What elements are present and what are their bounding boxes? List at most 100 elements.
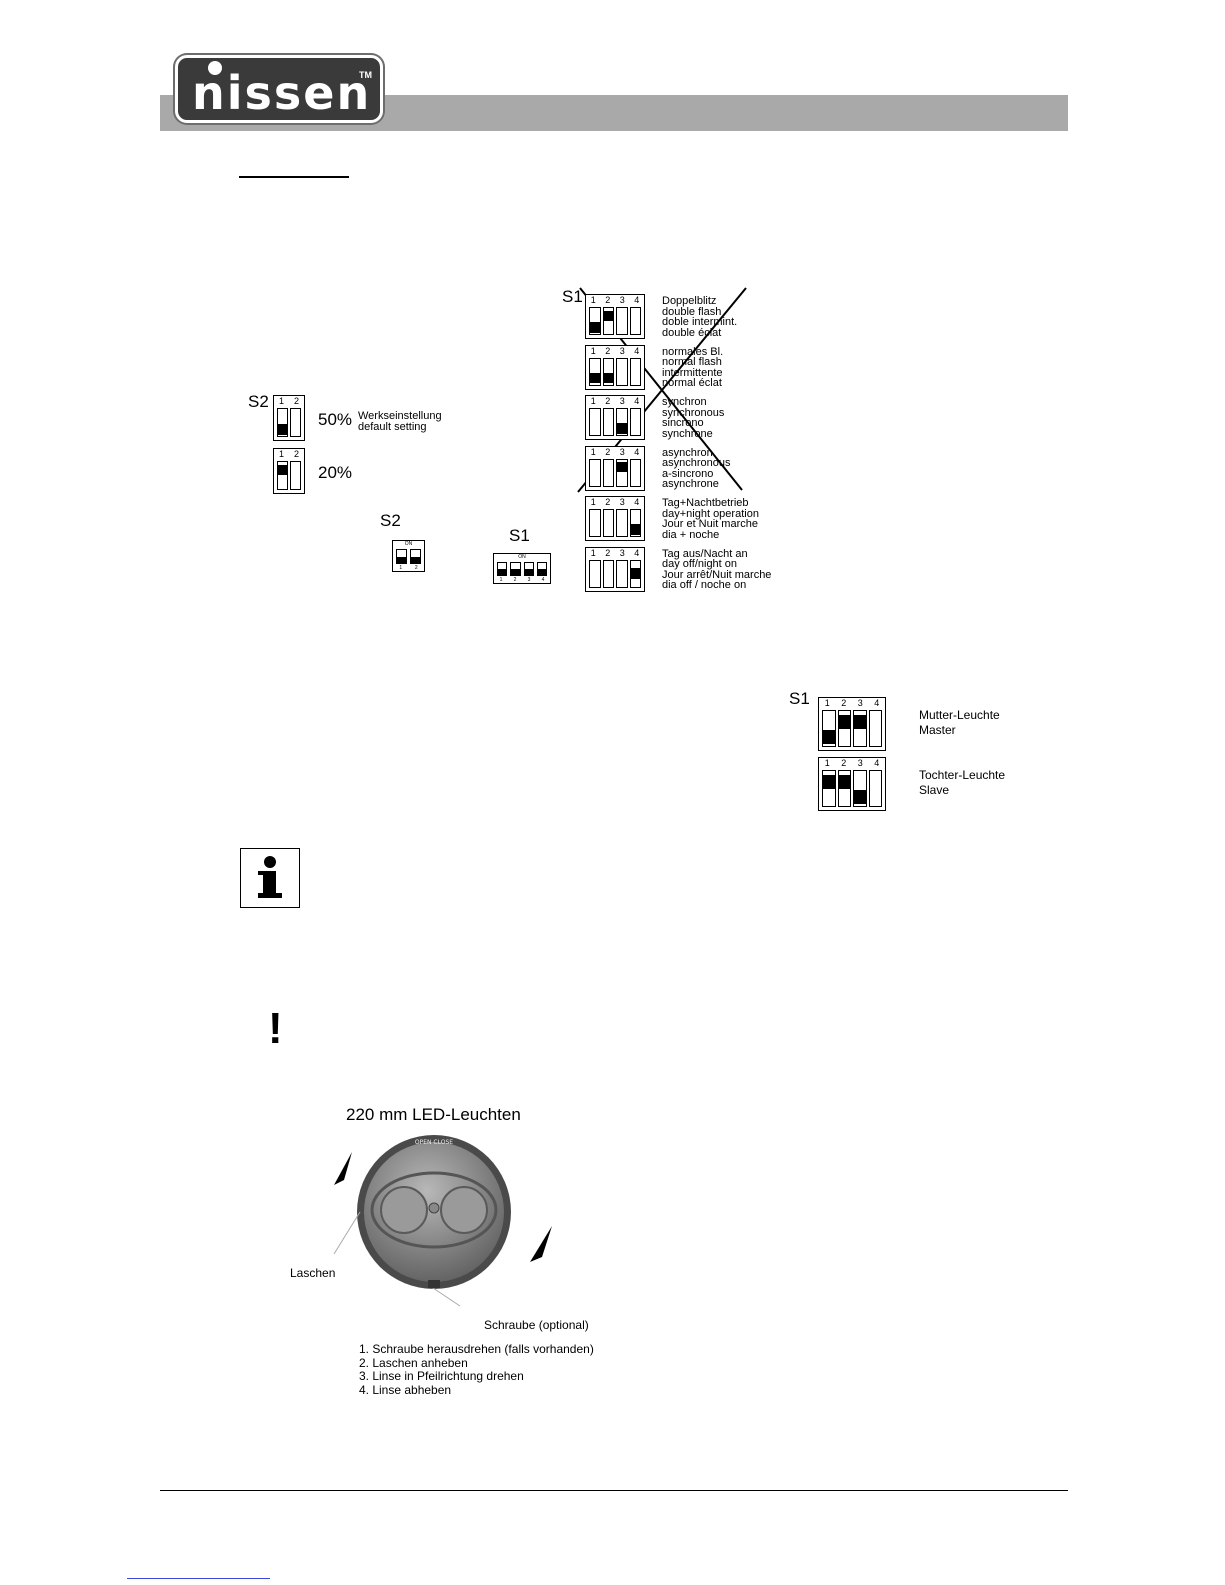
dip-slot xyxy=(589,458,601,487)
dip-number: 2 xyxy=(841,698,847,708)
s2-percent: 20% xyxy=(318,463,353,482)
tabs-label: Laschen xyxy=(290,1266,336,1280)
logo-text: nissen xyxy=(192,66,372,120)
dip-knob xyxy=(630,568,640,579)
s2-label: S2 xyxy=(248,392,269,411)
dip-number: 4 xyxy=(634,396,640,406)
dip-slots xyxy=(277,461,301,490)
dip-number: 4 xyxy=(874,698,880,708)
section-title-underline xyxy=(239,176,349,178)
dip-slot xyxy=(616,559,628,588)
mini-s1-label: S1 xyxy=(509,526,530,545)
dip-number: 4 xyxy=(634,295,640,305)
dip-knob xyxy=(278,464,287,476)
dip-slot xyxy=(837,770,851,807)
dip-slot xyxy=(290,408,301,437)
dip-slot xyxy=(629,509,641,537)
info-icon xyxy=(240,848,300,908)
warning-icon: ! xyxy=(268,1004,283,1053)
dip-slot xyxy=(629,408,641,436)
dip-number: 2 xyxy=(293,449,299,459)
master-row-text: Mutter-Leuchte Master xyxy=(919,708,1000,737)
dip-slot xyxy=(629,357,641,386)
dip-slot xyxy=(629,559,641,588)
dip-number: 4 xyxy=(634,497,640,507)
dip-slot xyxy=(629,458,641,487)
dip-number: 2 xyxy=(605,547,611,558)
dip-slot xyxy=(837,710,851,747)
s2-note: Werkseinstellung default setting xyxy=(358,410,442,433)
s1-row-text: asynchron asynchronous a-sincrono asynch… xyxy=(662,446,731,490)
dip-number: 3 xyxy=(619,345,625,356)
dip-knob xyxy=(854,714,866,729)
dip-number: 2 xyxy=(605,396,611,406)
dip-number: 4 xyxy=(634,446,640,457)
dip-slot xyxy=(616,357,628,386)
dip-slot xyxy=(589,408,601,436)
dip-number: 3 xyxy=(857,758,863,768)
dip-number: 1 xyxy=(590,345,596,356)
dip-number: 1 xyxy=(590,295,596,305)
s1-row-text: normales Bl. normal flash intermittente … xyxy=(662,345,724,389)
dip-slot xyxy=(868,770,882,807)
dip-slot xyxy=(589,307,601,335)
mini-s2-label: S2 xyxy=(380,511,401,530)
dip-knob xyxy=(603,310,613,321)
dip-slot xyxy=(602,408,614,436)
dip-slot xyxy=(616,509,628,537)
dip-slots xyxy=(589,559,641,588)
footer-link-underline xyxy=(127,1578,270,1579)
mini-number: 2 xyxy=(513,577,517,583)
s1-row-text: synchron synchronous sincrono synchrone xyxy=(662,396,725,440)
dip-slot xyxy=(853,710,867,747)
dip-knob xyxy=(854,790,866,805)
mini-slot xyxy=(523,562,534,576)
dip-knob xyxy=(838,714,850,729)
dip-slot xyxy=(853,770,867,807)
dip-knob xyxy=(590,322,600,333)
logo-trademark: TM xyxy=(359,70,372,80)
dip-knob xyxy=(630,524,640,535)
dip-knob xyxy=(590,372,600,384)
dip-slot xyxy=(589,357,601,386)
mini-knob xyxy=(411,556,420,563)
dip-number: 4 xyxy=(634,345,640,356)
mini-slot xyxy=(536,562,547,576)
s1-row-text: Doppelblitz double flash doble intermint… xyxy=(662,295,738,339)
s1-label: S1 xyxy=(562,287,583,306)
master-s1-label: S1 xyxy=(789,689,810,708)
dip-slot xyxy=(602,307,614,335)
s1-row-text: Tag+Nachtbetrieb day+night operation Jou… xyxy=(662,497,759,541)
dip-knob xyxy=(278,423,287,435)
dip-number: 3 xyxy=(619,396,625,406)
dip-slots xyxy=(589,307,641,335)
dip-number: 1 xyxy=(590,396,596,406)
dip-slots xyxy=(822,770,882,807)
mini-number: 1 xyxy=(399,565,403,571)
dip-slot xyxy=(290,461,301,490)
dip-number: 2 xyxy=(841,758,847,768)
dip-slots xyxy=(277,408,301,437)
mini-number: 1 xyxy=(499,577,503,583)
mini-slot xyxy=(410,549,421,564)
s2-percent: 50% xyxy=(318,410,353,429)
dip-slot xyxy=(602,559,614,588)
dip-number: 2 xyxy=(605,497,611,507)
nissen-logo: nissen TM xyxy=(175,55,383,123)
mini-number: 3 xyxy=(527,577,531,583)
dip-number: 3 xyxy=(857,698,863,708)
dip-number: 1 xyxy=(278,449,284,459)
dip-slot xyxy=(602,458,614,487)
